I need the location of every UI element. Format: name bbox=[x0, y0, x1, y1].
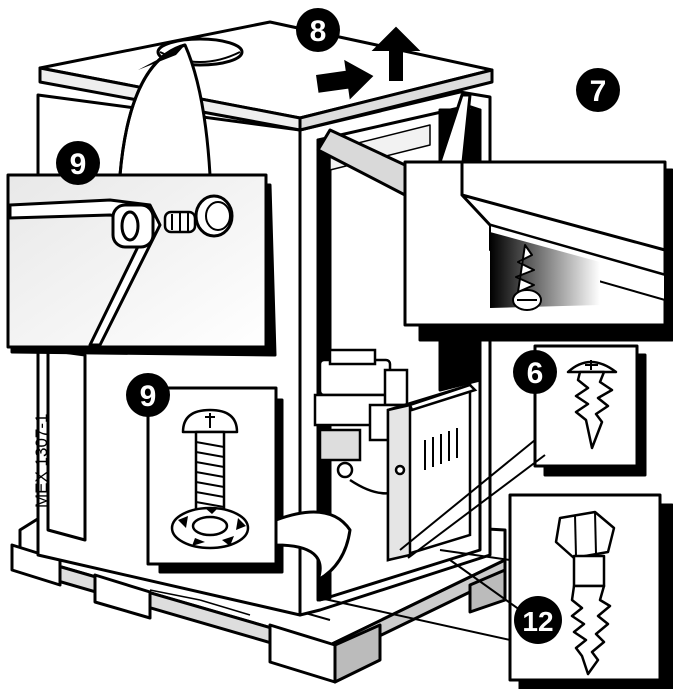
svg-text:8: 8 bbox=[310, 15, 327, 48]
lock-washer-icon bbox=[170, 506, 250, 550]
hinge-pin-icon bbox=[163, 194, 234, 238]
wood-screw-icon bbox=[566, 360, 618, 450]
bolt-icon bbox=[181, 408, 239, 514]
bolt-detail-panel bbox=[146, 386, 352, 582]
callout-9-hinge: 9 bbox=[56, 141, 100, 185]
svg-text:6: 6 bbox=[527, 357, 544, 390]
svg-text:12: 12 bbox=[522, 606, 553, 637]
lift-arrows bbox=[316, 26, 421, 100]
svg-text:9: 9 bbox=[70, 148, 87, 181]
svg-text:9: 9 bbox=[140, 380, 157, 413]
document-code: MEX 1307-1 bbox=[32, 414, 51, 509]
lag-screw-icon bbox=[554, 510, 616, 676]
control-box bbox=[386, 383, 478, 562]
bracket-detail-panel bbox=[316, 93, 673, 342]
callout-8: 8 bbox=[296, 8, 340, 52]
hinge-detail-panel bbox=[6, 43, 277, 357]
callout-7: 7 bbox=[576, 68, 620, 112]
lag-screw-detail-panel bbox=[319, 493, 673, 689]
callout-12: 12 bbox=[514, 596, 562, 644]
self-tapping-screw-icon bbox=[512, 244, 542, 311]
callout-9-bolt: 9 bbox=[126, 373, 170, 417]
svg-text:7: 7 bbox=[590, 75, 607, 108]
callout-6: 6 bbox=[513, 350, 557, 394]
